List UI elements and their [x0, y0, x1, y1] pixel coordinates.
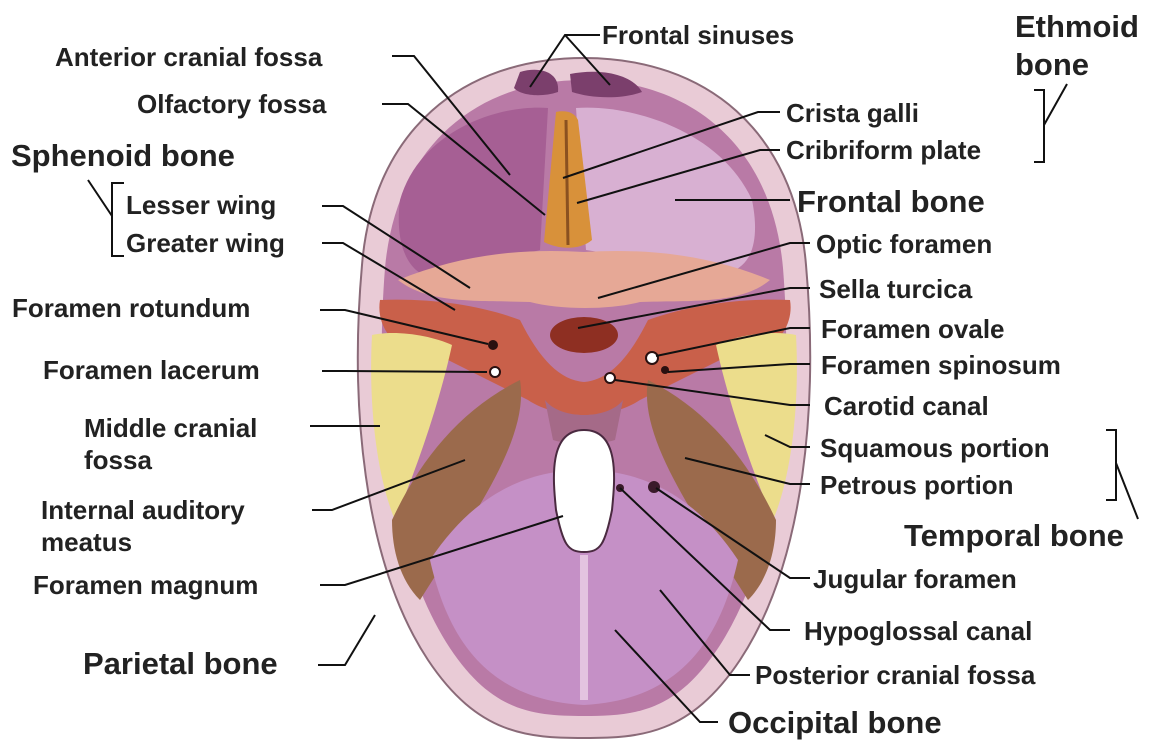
label-temporal-bone: Temporal bone	[904, 520, 1124, 551]
label-foramen-lacerum: Foramen lacerum	[43, 357, 260, 383]
label-cribriform-plate: Cribriform plate	[786, 137, 981, 163]
label-hypoglossal-canal: Hypoglossal canal	[804, 618, 1032, 644]
label-crista-galli: Crista galli	[786, 100, 919, 126]
label-occipital-bone: Occipital bone	[728, 707, 942, 738]
foramen-rotundum-dot	[488, 340, 498, 350]
bracket-ethmoid	[1034, 84, 1067, 162]
label-foramen-ovale: Foramen ovale	[821, 316, 1005, 342]
foramen-magnum-hole	[554, 430, 614, 552]
crista-ridge	[566, 120, 568, 245]
label-sella-turcica: Sella turcica	[819, 276, 972, 302]
label-squamous-portion: Squamous portion	[820, 435, 1050, 461]
foramen-lacerum-dot	[490, 367, 500, 377]
label-petrous-portion: Petrous portion	[820, 472, 1014, 498]
label-carotid-canal: Carotid canal	[824, 393, 989, 419]
label-greater-wing: Greater wing	[126, 230, 285, 256]
bracket-sphenoid	[88, 180, 124, 256]
label-foramen-magnum: Foramen magnum	[33, 572, 258, 598]
label-middle-cranial-fossa: Middle cranial fossa	[84, 413, 314, 476]
label-frontal-bone: Frontal bone	[797, 186, 985, 217]
leader-foramen-lacerum	[322, 371, 487, 372]
label-posterior-cranial-fossa: Posterior cranial fossa	[755, 662, 1035, 688]
label-lesser-wing: Lesser wing	[126, 192, 276, 218]
label-sphenoid-bone: Sphenoid bone	[11, 140, 235, 171]
label-parietal-bone: Parietal bone	[83, 648, 278, 679]
label-frontal-sinuses: Frontal sinuses	[602, 22, 794, 48]
jugular-foramen-dot	[648, 481, 660, 493]
leader-parietal-bone	[318, 615, 375, 665]
bracket-temporal	[1106, 430, 1138, 519]
label-jugular-foramen: Jugular foramen	[813, 566, 1017, 592]
foramen-ovale-dot	[646, 352, 658, 364]
label-olfactory-fossa: Olfactory fossa	[137, 91, 326, 117]
label-internal-auditory-meatus: Internal auditory meatus	[41, 495, 311, 558]
label-optic-foramen: Optic foramen	[816, 231, 992, 257]
carotid-canal-dot	[605, 373, 615, 383]
label-ethmoid-bone: Ethmoid bone	[1015, 8, 1160, 84]
label-foramen-spinosum: Foramen spinosum	[821, 352, 1061, 378]
label-anterior-cranial-fossa: Anterior cranial fossa	[55, 44, 322, 70]
label-foramen-rotundum: Foramen rotundum	[12, 295, 250, 321]
foramen-spinosum-dot	[661, 366, 669, 374]
